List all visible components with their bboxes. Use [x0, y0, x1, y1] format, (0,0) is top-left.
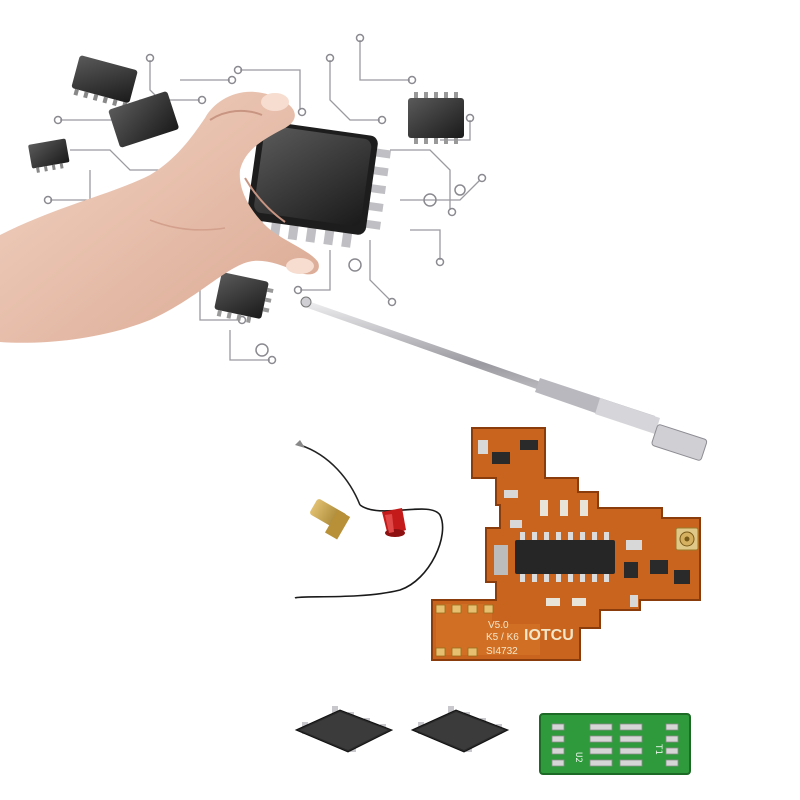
telescopic-antenna — [300, 296, 708, 461]
green-board-u2-label: U2 — [573, 752, 583, 763]
pcb-chip-label: SI4732 — [486, 646, 518, 657]
green-adapter-board: U2 T1 — [539, 713, 691, 775]
sop8-chip-right — [410, 706, 510, 753]
pcb-models-label: K5 / K6 — [486, 632, 519, 643]
pcb-main-ic — [515, 532, 615, 582]
pcb-brand-label: IOTCU — [524, 627, 574, 644]
chip-top-left — [71, 55, 138, 109]
red-cap — [382, 508, 406, 537]
main-chip — [247, 121, 392, 248]
chip-bottom-left — [214, 272, 274, 323]
ufl-connector — [675, 527, 699, 551]
chip-mid-left — [108, 91, 179, 148]
green-board-t1-label: T1 — [653, 744, 663, 755]
sop8-chip-left — [294, 706, 394, 753]
sma-cable-assembly — [294, 440, 444, 599]
chip-top-right — [408, 92, 464, 144]
chip-left — [28, 138, 70, 173]
pcb-components — [478, 440, 690, 607]
hand — [0, 91, 319, 343]
si4732-module-board: V5.0 K5 / K6 IOTCU SI4732 — [431, 427, 701, 661]
pcb-version-label: V5.0 — [488, 620, 509, 631]
